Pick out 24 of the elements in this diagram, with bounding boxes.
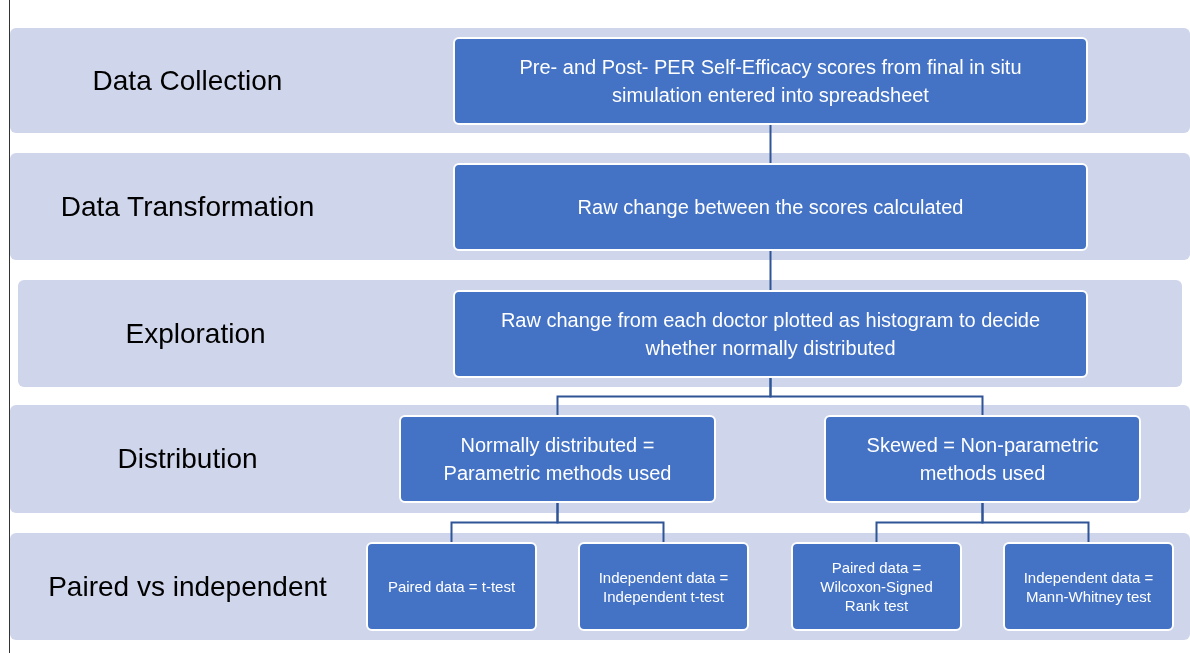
stage-band bbox=[10, 28, 1190, 133]
stage-label: Distribution bbox=[116, 442, 259, 476]
process-box: Paired data = t-test bbox=[366, 542, 537, 631]
stage-label: Data Collection bbox=[91, 63, 284, 98]
connector-line bbox=[769, 124, 772, 164]
connector-line bbox=[981, 502, 1090, 543]
stage-label: Paired vs independent bbox=[47, 569, 328, 604]
stage-band bbox=[10, 153, 1190, 260]
connector-line bbox=[769, 377, 984, 416]
stage-band bbox=[10, 405, 1190, 513]
process-box: Raw change from each doctor plotted as histogram to decide whether normally distributed bbox=[453, 290, 1088, 378]
process-box: Paired data = Wilcoxon-Signed Rank test bbox=[791, 542, 962, 631]
stage-band bbox=[18, 280, 1182, 387]
stage-label: Data Transformation bbox=[59, 189, 316, 224]
process-box: Raw change between the scores calculated bbox=[453, 163, 1088, 251]
process-box: Pre- and Post- PER Self-Efficacy scores from final in situ simulation entered into spreadsheet bbox=[453, 37, 1088, 125]
process-box: Independent data = Mann-Whitney test bbox=[1003, 542, 1174, 631]
connector-line bbox=[556, 502, 665, 543]
process-box: Skewed = Non-parametric methods used bbox=[824, 415, 1141, 503]
stage-label: Exploration bbox=[124, 316, 267, 351]
stage-band bbox=[10, 533, 1190, 640]
process-box: Independent data = Independent t-test bbox=[578, 542, 749, 631]
process-box: Normally distributed = Parametric methods used bbox=[399, 415, 716, 503]
connector-line bbox=[769, 250, 772, 291]
